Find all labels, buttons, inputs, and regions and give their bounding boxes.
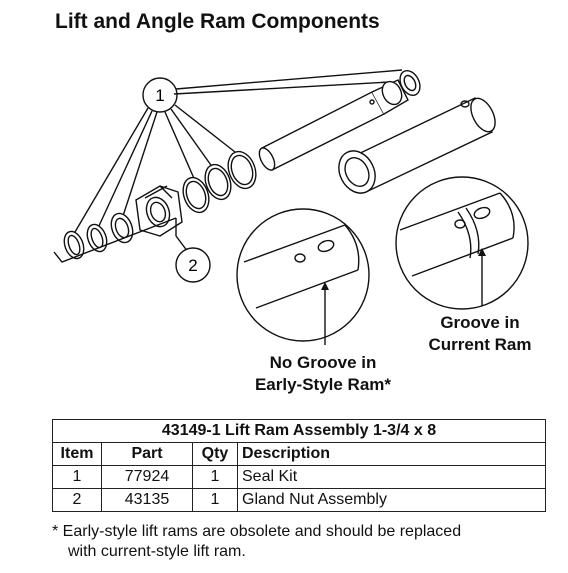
footnote: * Early-style lift rams are obsolete and… <box>52 522 552 562</box>
no-groove-label-line1: No Groove in <box>269 353 377 372</box>
row-part: 43135 <box>101 488 193 512</box>
row-qty: 1 <box>192 488 238 512</box>
table-row: 2 43135 1 Gland Nut Assembly <box>52 488 546 512</box>
arrow-no-groove <box>321 282 329 290</box>
callout-1-number: 1 <box>155 86 164 105</box>
column-header-qty: Qty <box>192 442 238 466</box>
column-header-part: Part <box>101 442 193 466</box>
column-header-item: Item <box>52 442 102 466</box>
ram-components-illustration: 1 2 <box>53 69 529 345</box>
callout-2 <box>53 217 211 283</box>
gland-nut <box>135 185 183 237</box>
column-header-description: Description <box>237 442 546 466</box>
row-item: 1 <box>52 465 102 489</box>
row-item: 2 <box>52 488 102 512</box>
table-heading: 43149-1 Lift Ram Assembly 1-3/4 x 8 <box>52 419 546 443</box>
detail-groove <box>395 176 529 310</box>
footnote-line1: * Early-style lift rams are obsolete and… <box>52 523 462 540</box>
page-title: Lift and Angle Ram Components <box>55 10 380 33</box>
parts-table: 43149-1 Lift Ram Assembly 1-3/4 x 8 Item… <box>52 419 546 512</box>
no-groove-label: No Groove in Early-Style Ram* <box>228 352 418 396</box>
groove-label-line1: Groove in <box>440 313 520 332</box>
no-groove-label-line2: Early-Style Ram* <box>254 375 392 394</box>
groove-label: Groove in Current Ram <box>400 312 560 356</box>
callout-2-number: 2 <box>188 256 197 275</box>
row-description: Seal Kit <box>237 465 546 489</box>
arrow-groove <box>478 248 486 256</box>
seal-kit-parts <box>63 150 257 260</box>
footnote-line2: with current-style lift ram. <box>68 543 246 560</box>
ram-rod <box>258 70 421 171</box>
table-row: 1 77924 1 Seal Kit <box>52 465 546 489</box>
row-description: Gland Nut Assembly <box>237 488 546 512</box>
groove-label-line2: Current Ram <box>428 335 532 354</box>
row-qty: 1 <box>192 465 238 489</box>
detail-no-groove <box>236 208 370 345</box>
row-part: 77924 <box>101 465 193 489</box>
callout-1 <box>74 69 403 233</box>
ram-cylinder <box>338 97 496 194</box>
